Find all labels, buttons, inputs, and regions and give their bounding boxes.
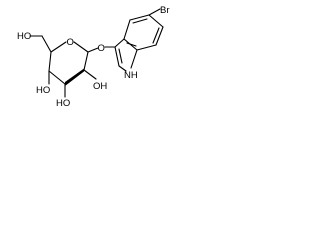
bond-n1-c2 xyxy=(118,65,127,72)
bromine-label: Br xyxy=(160,5,170,16)
glycosidic-oxygen-label: O xyxy=(98,43,105,54)
bond-c4-c5 xyxy=(48,51,52,72)
bond-c3a-c4 xyxy=(123,19,131,40)
c4-hydroxyl-label: HO xyxy=(36,85,50,96)
bond-c1-glycosidic-o xyxy=(87,47,99,53)
bond-c7-c7a xyxy=(136,44,157,51)
c2-hydroxyl-label: OH xyxy=(93,81,107,92)
bond-c6-c7 xyxy=(155,26,164,46)
bond-c7a-n1 xyxy=(130,49,138,69)
bond-c2-c3-inner xyxy=(118,48,123,64)
bond-c5-ring-o xyxy=(50,41,67,53)
bond-c4-c5 xyxy=(129,14,150,21)
bond-c6-c7-inner xyxy=(152,27,160,44)
bond-c3a-c7a-inner xyxy=(126,42,137,47)
bond-c1-c2 xyxy=(83,51,89,71)
bond-c2-o2 xyxy=(83,69,97,80)
wedge-c2-c3-front xyxy=(65,68,84,86)
sugar-ring-bonds xyxy=(48,41,89,86)
hydroxymethyl-ho-label: HO xyxy=(17,31,31,42)
bond-c3-c3a xyxy=(114,38,125,48)
chemical-structure: Br O O HO HO HO OH NH xyxy=(17,5,170,109)
indole-bonds xyxy=(114,8,164,72)
bond-c2-c3 xyxy=(114,46,120,67)
bond-c5-br xyxy=(148,8,161,16)
ring-oxygen-label: O xyxy=(67,37,74,48)
bond-ring-o-c1 xyxy=(73,41,89,53)
bond-c3-c4 xyxy=(48,70,66,85)
substituent-bonds xyxy=(29,35,116,98)
c3-hydroxyl-label: HO xyxy=(56,98,70,109)
indole-nh-label: NH xyxy=(124,70,138,81)
bond-c5-c6 xyxy=(148,14,164,28)
bond-c4-c5-inner xyxy=(132,18,148,24)
atom-labels: Br O O HO HO HO OH NH xyxy=(17,5,170,109)
bond-c5-c6 xyxy=(41,35,52,53)
